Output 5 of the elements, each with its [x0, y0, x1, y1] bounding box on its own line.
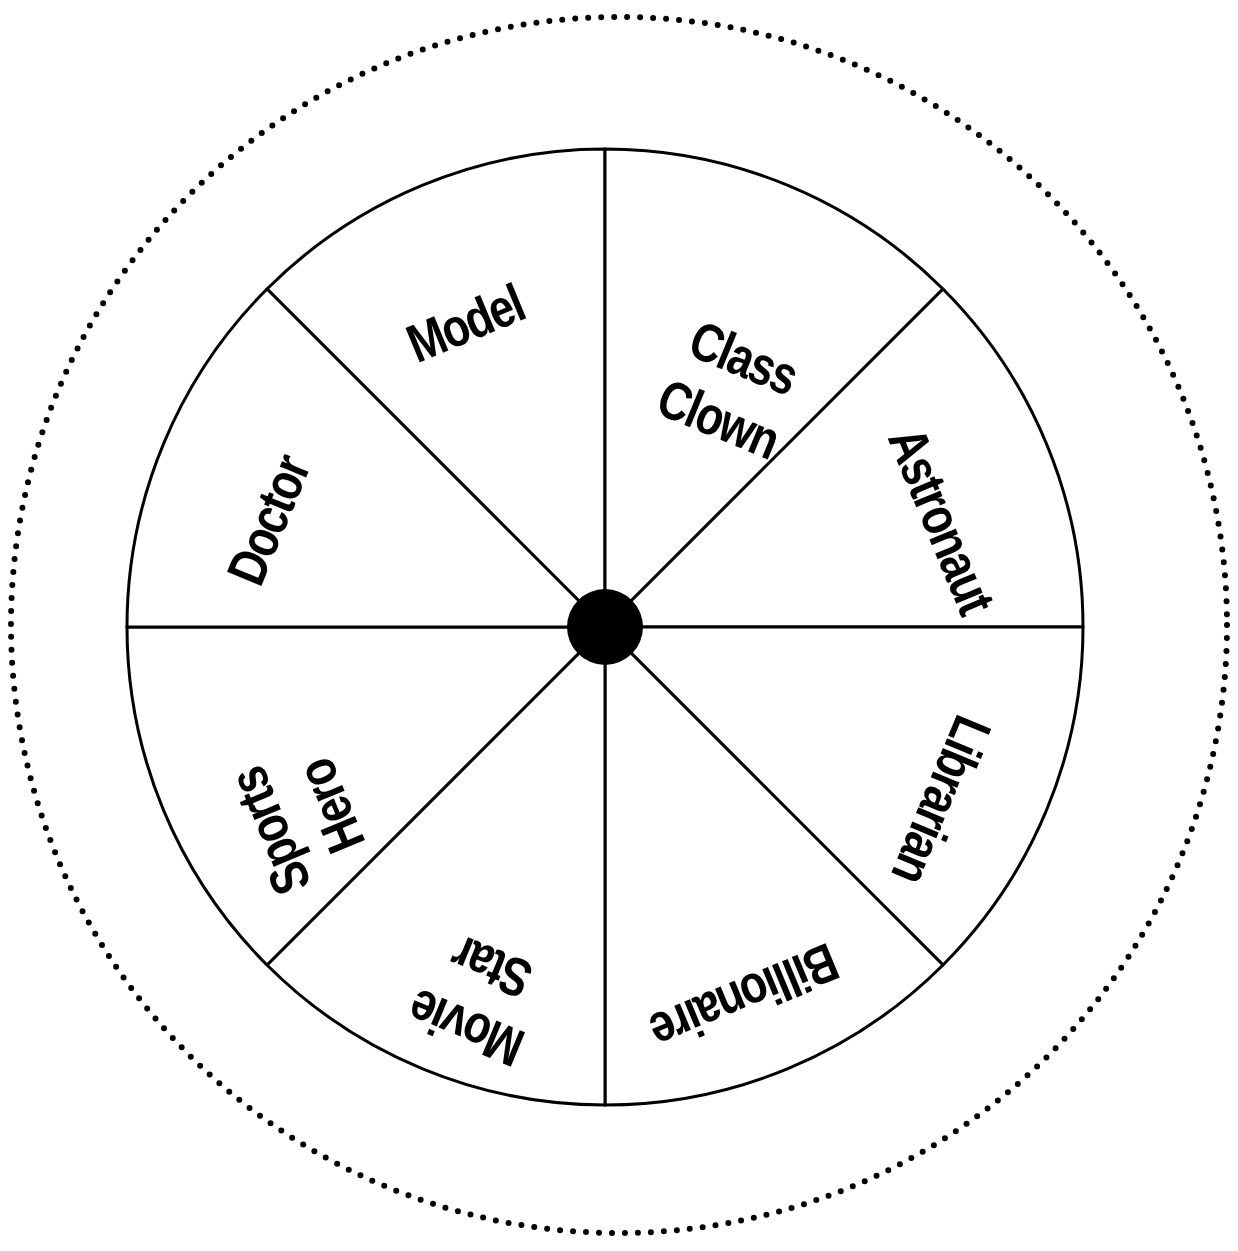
- sector-label: Movie Star: [399, 923, 541, 1081]
- sector-label: Model: [397, 271, 534, 376]
- sector-label: Sports Hero: [215, 750, 378, 906]
- sector-label: Doctor: [213, 446, 322, 596]
- sector-label: Class Clown: [648, 307, 808, 473]
